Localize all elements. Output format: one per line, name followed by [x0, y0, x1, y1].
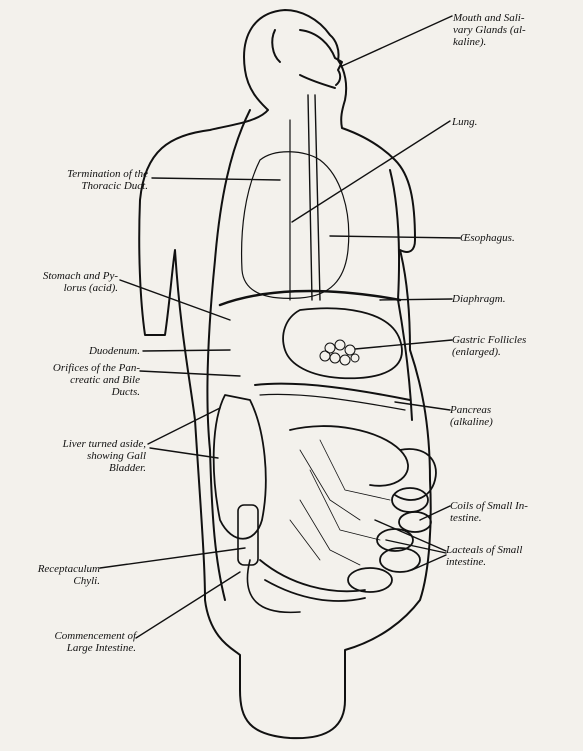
- label-coils-small-intestine: Coils of Small In- testine.: [450, 500, 528, 524]
- stomach-shape: [283, 308, 402, 378]
- label-thoracic-duct: Termination of the Thoracic Duct.: [67, 168, 148, 192]
- label-stomach-pylorus: Stomach and Py- lorus (acid).: [43, 270, 118, 294]
- label-receptaculum-chyli: Receptaculum Chyli.: [38, 563, 100, 587]
- label-duodenum: Duodenum.: [89, 345, 140, 357]
- leader-liver-b: [150, 448, 218, 458]
- leader-esophagus: [330, 236, 460, 238]
- label-lacteals: Lacteals of Small intestine.: [446, 544, 522, 568]
- leader-mouth: [342, 16, 452, 66]
- leader-diaphragm: [380, 299, 452, 300]
- leader-duodenum: [143, 350, 230, 351]
- leader-thoracic: [152, 178, 280, 180]
- lung-shape: [242, 152, 349, 299]
- label-diaphragm: Diaphragm.: [452, 293, 505, 305]
- label-lung: Lung.: [452, 116, 477, 128]
- leader-receptaculum: [100, 548, 245, 568]
- label-pancreas: Pancreas (alkaline): [450, 404, 493, 428]
- body-outline: [139, 10, 430, 738]
- label-gastric-follicles: Gastric Follicles (enlarged).: [452, 334, 526, 358]
- leader-orifices: [140, 371, 240, 376]
- leader-commencement: [136, 572, 240, 638]
- label-esophagus: Œsophagus.: [460, 232, 515, 244]
- label-mouth-salivary-glands: Mouth and Sali- vary Glands (al- kaline)…: [453, 12, 526, 48]
- label-liver: Liver turned aside, showing Gall Bladder…: [63, 438, 146, 474]
- label-large-intestine: Commencement of Large Intestine.: [54, 630, 136, 654]
- label-orifices-ducts: Orifices of the Pan- creatic and Bile Du…: [53, 362, 140, 398]
